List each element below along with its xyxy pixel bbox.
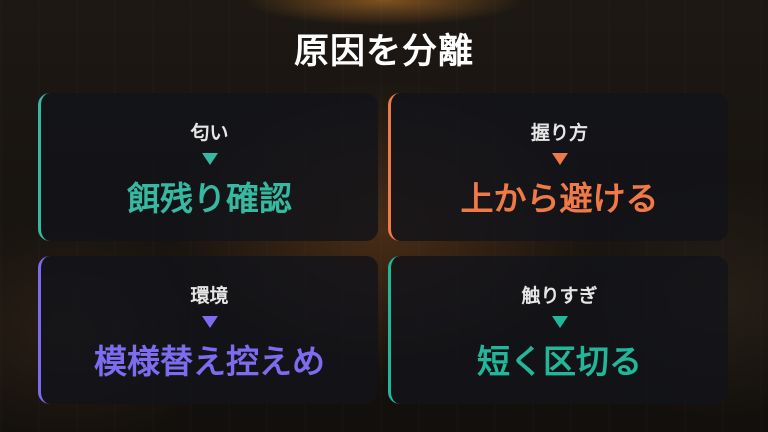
solution-text: 模様替え控えめ bbox=[94, 342, 325, 381]
solution-text: 上から避ける bbox=[460, 179, 659, 218]
down-triangle-icon bbox=[201, 153, 218, 165]
cause-label: 触りすぎ bbox=[521, 285, 598, 307]
down-triangle-icon bbox=[201, 316, 218, 328]
slide-title: 原因を分離 bbox=[293, 32, 474, 72]
cause-card-environment: 環境 模様替え控えめ bbox=[38, 256, 378, 404]
cause-label: 匂い bbox=[190, 122, 229, 144]
cause-card-grip: 握り方 上から避ける bbox=[388, 93, 728, 241]
solution-text: 短く区切る bbox=[477, 342, 642, 381]
cause-label: 握り方 bbox=[530, 122, 588, 144]
cause-label: 環境 bbox=[190, 285, 229, 307]
cause-card-smell: 匂い 餌残り確認 bbox=[38, 93, 378, 241]
cause-card-touching: 触りすぎ 短く区切る bbox=[388, 256, 728, 404]
down-triangle-icon bbox=[551, 316, 568, 328]
down-triangle-icon bbox=[551, 153, 568, 165]
solution-text: 餌残り確認 bbox=[127, 179, 292, 218]
